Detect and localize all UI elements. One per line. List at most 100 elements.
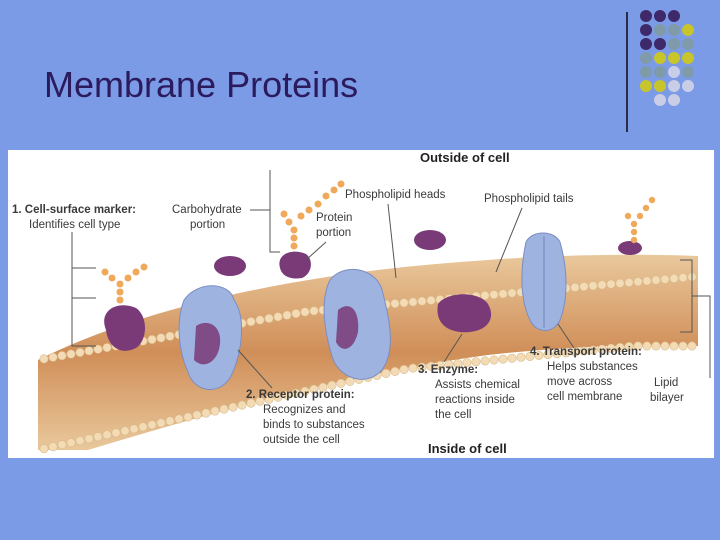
- phospholipid-head: [309, 384, 319, 394]
- phospholipid-head: [39, 444, 49, 454]
- phospholipid-head: [498, 289, 508, 299]
- dot: [668, 24, 680, 36]
- phospholipid-head: [102, 430, 112, 440]
- phospholipid-head: [93, 344, 103, 354]
- phospholipid-head: [381, 368, 391, 378]
- phospholipid-head: [669, 273, 679, 283]
- receptor-protein-purple: [194, 322, 221, 365]
- phospholipid-head: [651, 341, 661, 351]
- carbohydrate-chain: [101, 263, 148, 304]
- carbohydrate-chain: [624, 196, 656, 244]
- phospholipid-head: [201, 408, 211, 418]
- label-enzyme-desc-1: Assists chemical: [435, 379, 520, 391]
- phospholipid-head: [75, 347, 85, 357]
- phospholipid-head: [75, 436, 85, 446]
- carbohydrate-chain: [280, 180, 345, 250]
- label-transport-desc-3: cell membrane: [547, 391, 622, 403]
- phospholipid-head: [687, 341, 697, 351]
- label-cell-surface-marker-desc: Identifies cell type: [29, 219, 120, 231]
- label-receptor: 2. Receptor protein:: [246, 389, 355, 401]
- label-cell-surface-marker: 1. Cell-surface marker:: [12, 204, 136, 216]
- peripheral-protein: [414, 230, 446, 250]
- leader-line: [495, 207, 523, 273]
- label-receptor-desc-1: Recognizes and: [263, 404, 345, 416]
- phospholipid-head: [471, 357, 481, 367]
- phospholipid-head: [534, 351, 544, 361]
- dot: [668, 80, 680, 92]
- leader-line: [237, 349, 273, 389]
- label-enzyme-desc-2: reactions inside: [435, 394, 515, 406]
- dot: [682, 38, 694, 50]
- dot: [668, 10, 680, 22]
- dot: [640, 66, 652, 78]
- phospholipid-head: [255, 315, 265, 325]
- label-protein-portion: portion: [316, 227, 351, 239]
- phospholipid-head: [192, 410, 202, 420]
- phospholipid-head: [246, 398, 256, 408]
- phospholipid-head: [678, 341, 688, 351]
- phospholipid-head: [435, 360, 445, 370]
- label-protein: Protein: [316, 212, 352, 224]
- label-carbohydrate: Carbohydrate: [172, 204, 242, 216]
- phospholipid-head: [642, 341, 652, 351]
- phospholipid-head: [399, 298, 409, 308]
- enzyme-protein-purple: [336, 306, 359, 349]
- dot: [654, 10, 666, 22]
- dot: [668, 66, 680, 78]
- phospholipid-head: [156, 333, 166, 343]
- phospholipid-head: [93, 432, 103, 442]
- phospholipid-head: [48, 442, 58, 452]
- leader-line: [387, 203, 397, 279]
- dot: [654, 66, 666, 78]
- dot: [682, 52, 694, 64]
- title-divider: [626, 12, 628, 132]
- phospholipid-head: [417, 362, 427, 372]
- phospholipid-head: [57, 351, 67, 361]
- phospholipid-head: [210, 406, 220, 416]
- phospholipid-head: [237, 400, 247, 410]
- phospholipid-head: [57, 440, 67, 450]
- phospholipid-head: [426, 361, 436, 371]
- phospholipid-head: [129, 424, 139, 434]
- phospholipid-head: [570, 282, 580, 292]
- label-transport-desc-2: move across: [547, 376, 612, 388]
- phospholipid-head: [597, 280, 607, 290]
- label-transport: 4. Transport protein:: [530, 346, 642, 358]
- phospholipid-head: [624, 342, 634, 352]
- dot: [640, 10, 652, 22]
- phospholipid-head: [336, 378, 346, 388]
- dot: [640, 24, 652, 36]
- label-receptor-desc-2: binds to substances: [263, 419, 365, 431]
- phospholipid-head: [615, 342, 625, 352]
- phospholipid-head: [543, 350, 553, 360]
- phospholipid-head: [633, 341, 643, 351]
- phospholipid-head: [174, 414, 184, 424]
- phospholipid-head: [480, 290, 490, 300]
- phospholipid-head: [480, 356, 490, 366]
- label-bilayer: bilayer: [650, 392, 684, 404]
- phospholipid-head: [327, 380, 337, 390]
- phospholipid-head: [309, 306, 319, 316]
- phospholipid-head: [660, 341, 670, 351]
- membrane-diagram: Outside of cell Inside of cell 1. Cell-s…: [8, 150, 714, 458]
- peripheral-protein: [214, 256, 246, 276]
- phospholipid-head: [426, 295, 436, 305]
- phospholipid-head: [570, 347, 580, 357]
- phospholipid-head: [579, 282, 589, 292]
- phospholipid-head: [516, 352, 526, 362]
- phospholipid-head: [84, 346, 94, 356]
- phospholipid-head: [390, 366, 400, 376]
- leader-line: [557, 323, 575, 349]
- phospholipid-head: [282, 310, 292, 320]
- leader-line: [305, 241, 327, 261]
- phospholipid-head: [507, 353, 517, 363]
- phospholipid-heads-inner: [39, 341, 697, 454]
- phospholipid-head: [255, 396, 265, 406]
- phospholipid-head: [525, 351, 535, 361]
- dot: [654, 80, 666, 92]
- phospholipid-head: [606, 343, 616, 353]
- phospholipid-head: [588, 345, 598, 355]
- phospholipid-head: [462, 358, 472, 368]
- cell-surface-marker-protein: [104, 305, 145, 351]
- label-transport-desc-1: Helps substances: [547, 361, 638, 373]
